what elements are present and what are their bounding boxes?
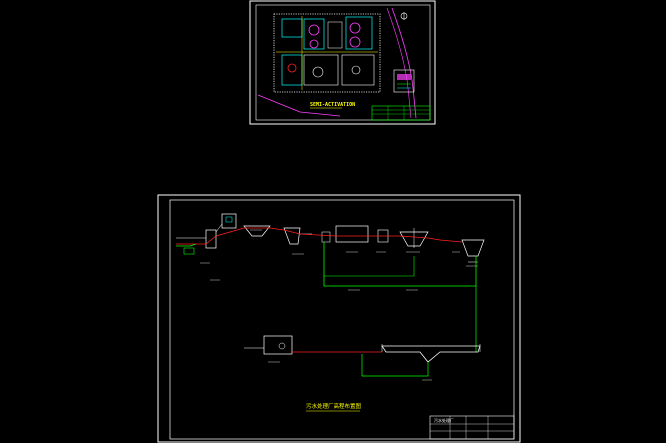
waste-sludge-line	[324, 256, 415, 277]
sheet2-title: 污水处理厂高程布置图	[306, 402, 362, 410]
inlet-green-line	[176, 243, 197, 247]
supernatant-return-line	[361, 354, 429, 377]
primary-settling-tank	[283, 227, 312, 245]
inlet-well	[176, 229, 217, 255]
site-boundary-west	[257, 94, 341, 117]
process-labels	[200, 229, 478, 281]
unit-block-center	[327, 21, 343, 49]
sheet1-title: SEMI-ACTIVATION	[310, 102, 355, 108]
plant-boundary	[273, 13, 381, 93]
main-flow-line	[176, 227, 463, 245]
secondary-clarifier	[399, 228, 429, 248]
pump-house	[215, 213, 237, 233]
clarifier-3	[349, 22, 361, 34]
clarifier-4	[349, 36, 361, 48]
sheet1-inner-frame	[255, 4, 431, 121]
grit-chamber	[243, 225, 271, 237]
unit-block-bottom-mid	[303, 54, 339, 86]
clarifier-1	[308, 24, 320, 36]
aeration-tank	[321, 225, 369, 243]
clarifier-2	[309, 39, 319, 49]
sheet-plan-layout[interactable]: SEMI-ACTIVATION	[249, 0, 436, 125]
storage-tank	[351, 65, 361, 75]
sheet2-inner-frame	[169, 199, 515, 440]
sheet2-outer-frame	[157, 194, 521, 443]
sheet1-outer-frame	[249, 0, 436, 125]
digester-tank	[312, 66, 324, 78]
outfall	[461, 239, 485, 263]
site-boundary-road-inner	[386, 7, 412, 119]
site-boundary-road	[391, 7, 417, 119]
sludge-thickening-basin	[381, 344, 481, 363]
sheet2-titleblock-label: 污水处理厂	[434, 417, 454, 423]
return-sludge-line	[323, 242, 477, 287]
unit-block-bottom-left	[281, 54, 303, 86]
sheet1-title-block	[371, 105, 431, 121]
sheet-hydraulic-profile[interactable]: 污水处理厂高程布置图 污水处理厂	[157, 194, 521, 443]
north-arrow-icon	[400, 12, 408, 20]
unit-block-top-mid	[303, 18, 325, 50]
unit-block-top-left	[281, 18, 303, 38]
sheet1-legend	[393, 69, 415, 93]
unit-block-top-right	[345, 16, 373, 50]
sludge-thickener	[287, 63, 297, 73]
sheet2-title-block	[429, 415, 515, 440]
unit-block-bottom-right	[341, 54, 375, 86]
sludge-pump-house	[263, 335, 293, 363]
